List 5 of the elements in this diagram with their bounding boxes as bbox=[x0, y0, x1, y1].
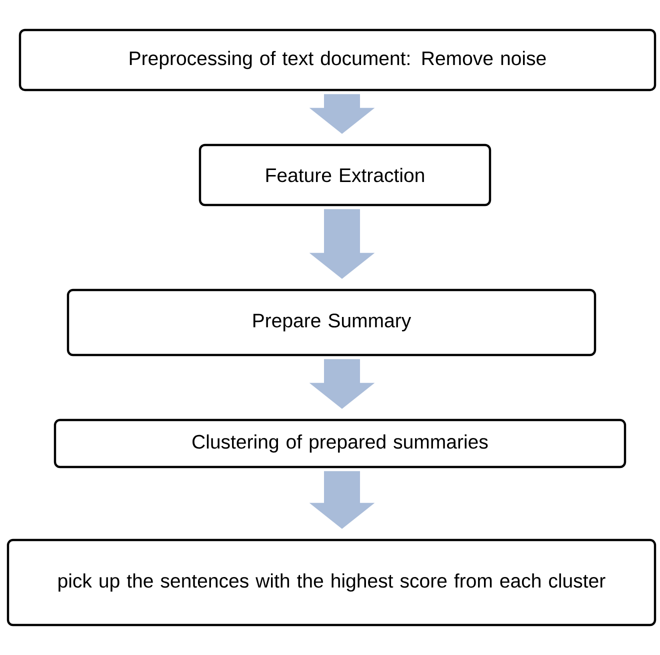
process-box: Preprocessing of text document: Remove noise bbox=[18, 28, 656, 92]
process-box: Prepare Summary bbox=[66, 288, 596, 356]
process-box: Clustering of prepared summaries bbox=[54, 418, 626, 468]
process-box: pick up the sentences with the highest score from each cluster bbox=[6, 538, 656, 626]
process-box: Feature Extraction bbox=[198, 144, 492, 206]
